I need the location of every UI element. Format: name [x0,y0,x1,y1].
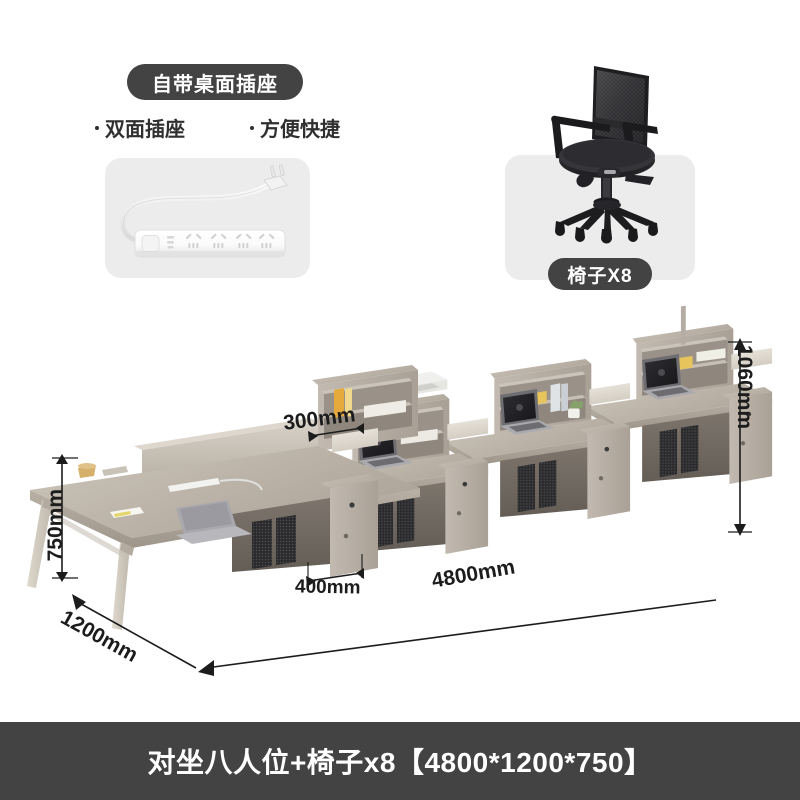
eight-person-workstation-render [27,305,773,676]
chair-backrest [592,66,649,148]
chair-base [560,200,654,230]
socket-bullet-1: 双面插座 [95,113,185,142]
laptop [500,389,555,435]
workstation-module-front [27,365,420,630]
chair-seat [559,139,655,178]
desk-leg [112,543,130,630]
laptop [642,354,697,400]
dimension-lines [52,338,752,676]
socket-feature-bullets: 双面插座 方便快捷 [95,113,340,142]
laptop [176,500,252,544]
dimension-label-height: 750mm [44,489,67,562]
dimension-label-cabinet-width: 400mm [294,576,361,599]
chair-casters [555,221,658,244]
bullet-dot-icon [95,125,99,130]
chair-quantity-badge: 椅子X8 [548,258,652,290]
product-title-banner: 对坐八人位+椅子x8【4800*1200*750】 [0,722,800,800]
socket-feature-badge: 自带桌面插座 [127,64,303,100]
coffee-cup-decor [78,463,96,478]
desk-socket-decor [102,466,128,476]
bullet-dot-icon [250,125,254,130]
socket-bullet-1-label: 双面插座 [105,119,185,141]
socket-bullet-2: 方便快捷 [250,113,340,142]
chair-quantity-badge-label: 椅子X8 [567,265,633,287]
office-chair-photo [551,66,658,244]
socket-feature-badge-label: 自带桌面插座 [152,73,278,96]
socket-bullet-2-label: 方便快捷 [260,119,340,141]
plant-decor [568,400,584,419]
product-title-text: 对坐八人位+椅子x8【4800*1200*750】 [147,747,653,778]
desk-leg [27,500,52,588]
plug-icon [263,164,288,191]
dimension-label-overall-height: 1060mm [733,345,756,430]
chair-mechanism [576,168,654,188]
power-strip-photo [120,164,288,258]
